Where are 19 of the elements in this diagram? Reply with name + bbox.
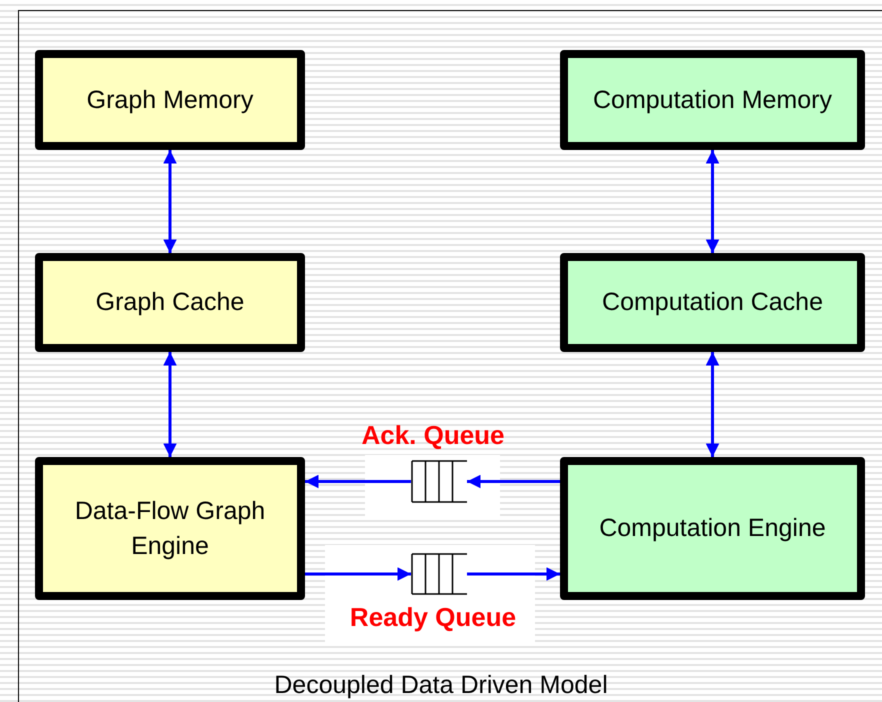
arrow [467,474,560,488]
arrow [163,352,177,457]
component-box: Graph Cache [35,253,305,352]
component-box: Data-Flow Graph Engine [35,457,305,600]
arrow [305,567,411,581]
component-box: Computation Cache [560,253,865,352]
arrow [305,474,411,488]
arrow [163,150,177,253]
arrow [706,352,720,457]
component-box: Graph Memory [35,50,305,150]
component-box: Computation Engine [560,457,865,600]
queue-label: Ready Queue [350,602,516,633]
queue-icon [411,460,467,503]
component-box: Computation Memory [560,50,865,150]
queue-icon [411,553,467,595]
queue-label: Ack. Queue [361,420,505,451]
caption: Decoupled Data Driven Model [273,671,609,700]
arrow [467,567,560,581]
arrow [706,150,720,253]
